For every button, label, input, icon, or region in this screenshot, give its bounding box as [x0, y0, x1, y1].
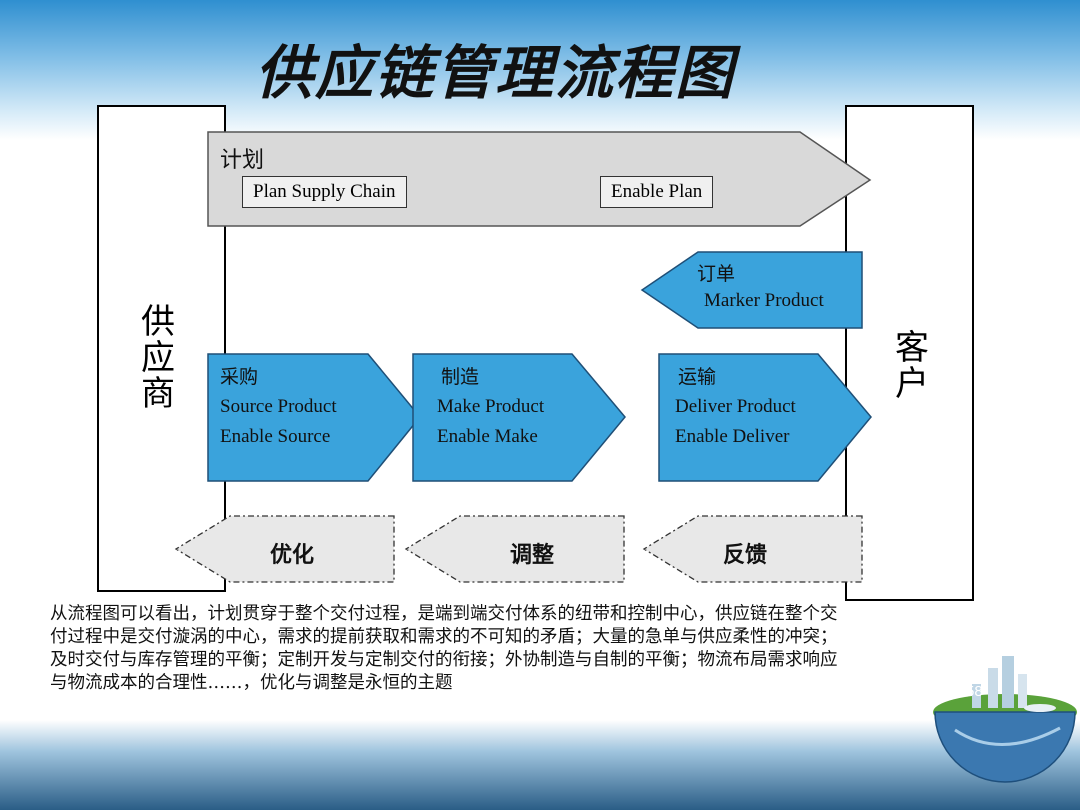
supplier-frame — [97, 105, 226, 592]
plan-label: 计划 — [220, 148, 265, 173]
order-text: Marker Product — [704, 290, 824, 311]
supplier-label: 供应商 — [141, 302, 175, 414]
description-line: 与物流成本的合理性……，优化与调整是永恒的主题 — [50, 673, 453, 693]
description-line: 从流程图可以看出，计划贯穿于整个交付过程，是端到端交付体系的纽带和控制中心，供应… — [50, 604, 838, 624]
stage-make-label: 制造 — [441, 366, 480, 388]
description-line: 及时交付与库存管理的平衡；定制开发与定制交付的衔接；外协制造与自制的平衡；物流布… — [50, 650, 838, 670]
feedback-arrow-feedback — [642, 515, 863, 583]
stage-deliver-line2: Enable Deliver — [675, 426, 790, 447]
feedback-arrow-optimize — [174, 515, 395, 583]
page-title: 供应链管理流程图 — [255, 39, 736, 107]
stage-arrow-source — [207, 353, 421, 482]
description-paragraph: 从流程图可以看出，计划贯穿于整个交付过程，是端到端交付体系的纽带和控制中心，供应… — [50, 603, 1010, 695]
stage-source-label: 采购 — [220, 366, 259, 388]
feedback-arrow-adjust — [404, 515, 625, 583]
stage-arrow-make — [412, 353, 626, 482]
feedback-feedback-label: 反馈 — [723, 543, 768, 568]
customer-label: 客户 — [895, 328, 929, 404]
stage-deliver-line1: Deliver Product — [675, 396, 796, 417]
order-label: 订单 — [697, 263, 736, 285]
description-line: 付过程中是交付漩涡的中心，需求的提前获取和需求的不可知的矛盾；大量的急单与供应柔… — [50, 627, 838, 647]
stage-source-line2: Enable Source — [220, 426, 331, 447]
plan-item-plan-supply-chain: Plan Supply Chain — [242, 176, 407, 208]
feedback-adjust-label: 调整 — [510, 543, 555, 568]
stage-make-line1: Make Product — [437, 396, 545, 417]
feedback-optimize-label: 优化 — [270, 543, 315, 568]
order-arrow — [640, 251, 863, 329]
plan-item-enable-plan: Enable Plan — [600, 176, 714, 208]
page-number: 58 — [966, 683, 983, 700]
stage-source-line1: Source Product — [220, 396, 337, 417]
stage-arrow-deliver — [658, 353, 872, 482]
footer-background — [0, 720, 1080, 810]
customer-frame — [845, 105, 974, 601]
stage-deliver-label: 运输 — [678, 366, 717, 388]
globe-island-icon — [933, 656, 1077, 783]
stage-make-line2: Enable Make — [437, 426, 538, 447]
